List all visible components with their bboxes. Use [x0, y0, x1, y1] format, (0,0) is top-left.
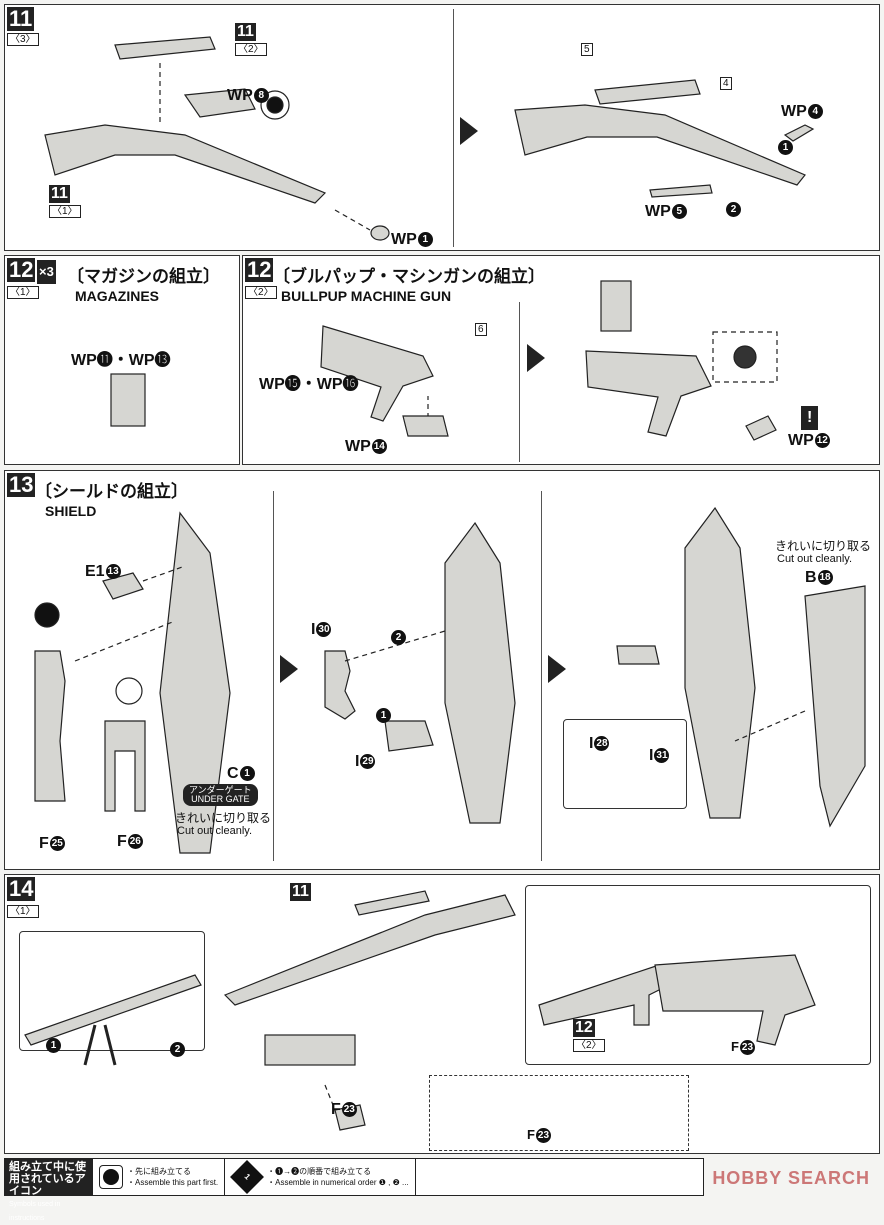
- shield-inner-assembly: [324, 521, 516, 824]
- cut-note-en: Cut out cleanly.: [177, 825, 253, 837]
- step-number: 11: [7, 6, 35, 31]
- detail-inset: [563, 719, 687, 809]
- cut-note-en: Cut out cleanly.: [777, 553, 853, 565]
- part-tag: 6: [475, 323, 487, 336]
- rifle-assembled: [514, 79, 815, 198]
- caution-icon: !: [801, 406, 819, 430]
- next-arrow-icon: [527, 344, 545, 372]
- section-title-jp: 〔ブルパップ・マシンガンの組立〕: [273, 267, 545, 286]
- cut-note-jp: きれいに切り取る: [775, 539, 872, 553]
- grip-detail-inset: [429, 1075, 689, 1151]
- order-1-icon: 1: [45, 1037, 61, 1055]
- shield-parts: [34, 511, 231, 854]
- divider: [519, 302, 520, 462]
- bullpup-inset: [525, 885, 871, 1065]
- order-2-icon: 2: [725, 201, 741, 219]
- ref-step-sub: 〈2〉: [235, 43, 267, 56]
- divider: [453, 9, 454, 247]
- order-2-icon: 2: [169, 1041, 185, 1059]
- cut-note-jp: きれいに切り取る: [175, 811, 272, 825]
- ref-step-sub: 〈1〉: [49, 205, 81, 218]
- divider: [273, 491, 274, 861]
- bipod-detail: [24, 974, 202, 1066]
- step-sub: 〈2〉: [245, 286, 277, 299]
- section-title-en: SHIELD: [45, 503, 97, 519]
- next-arrow-icon: [460, 117, 478, 145]
- ref-step-number: 11: [49, 185, 70, 203]
- step-sub: 〈1〉: [7, 286, 39, 299]
- magazine-part: [110, 373, 146, 427]
- legend-numerical-order: 1 ・❶→❷の順番で組み立てる・Assemble in numerical or…: [225, 1159, 416, 1195]
- part-tag: 5: [581, 43, 593, 56]
- part-tag: 4: [720, 77, 732, 90]
- order-2-icon: 2: [390, 629, 406, 647]
- rifle-part: [44, 36, 390, 241]
- step-sub: 〈1〉: [7, 905, 39, 918]
- watermark: HOBBY SEARCH: [712, 1168, 870, 1188]
- section-title-jp: 〔シールドの組立〕: [35, 482, 188, 501]
- assemble-first-icon: [99, 1165, 123, 1189]
- bullpup-assembled: [585, 280, 778, 441]
- multiplier-badge: ×3: [37, 260, 56, 284]
- step-number: 14: [7, 876, 36, 901]
- step-number: 12: [245, 257, 274, 282]
- label-wp15-wp16: WP⓯・WP⓰: [259, 376, 359, 393]
- step-12-bullpup-panel: 12 〈2〉 〔ブルパップ・マシンガンの組立〕 BULLPUP MACHINE …: [242, 255, 880, 465]
- next-arrow-icon: [280, 655, 298, 683]
- step-number: 13: [7, 472, 36, 497]
- section-title-jp: 〔マガジンの組立〕: [67, 267, 220, 286]
- section-title-en: MAGAZINES: [75, 288, 159, 304]
- shield-final-assembly: [616, 506, 866, 828]
- section-title-en: BULLPUP MACHINE GUN: [281, 288, 452, 304]
- ref-step-number: 11: [235, 23, 256, 41]
- legend-assemble-first: ・先に組み立てる・Assemble this part first.: [93, 1159, 226, 1195]
- order-1-icon: 1: [777, 139, 793, 157]
- bullpup-mounted: [538, 954, 816, 1046]
- next-arrow-icon: [548, 655, 566, 683]
- label-wp11-wp13: WP⓫・WP⓭: [71, 352, 171, 369]
- order-1-icon: 1: [375, 707, 391, 725]
- ref-step-sub: 〈2〉: [573, 1039, 605, 1052]
- step-number: 12: [7, 257, 36, 282]
- bullpup-body-part: [320, 325, 449, 437]
- ref-step-number: 11: [290, 883, 311, 901]
- rifle-part: [223, 890, 516, 1131]
- ref-step-number: 12: [573, 1019, 595, 1037]
- step-12-magazines-panel: 12 〈1〉 ×3 〔マガジンの組立〕 MAGAZINES WP⓫・WP⓭: [4, 255, 240, 465]
- order-diamond-icon: 1: [230, 1160, 265, 1194]
- step-sub: 〈3〉: [7, 33, 39, 46]
- divider: [541, 491, 542, 861]
